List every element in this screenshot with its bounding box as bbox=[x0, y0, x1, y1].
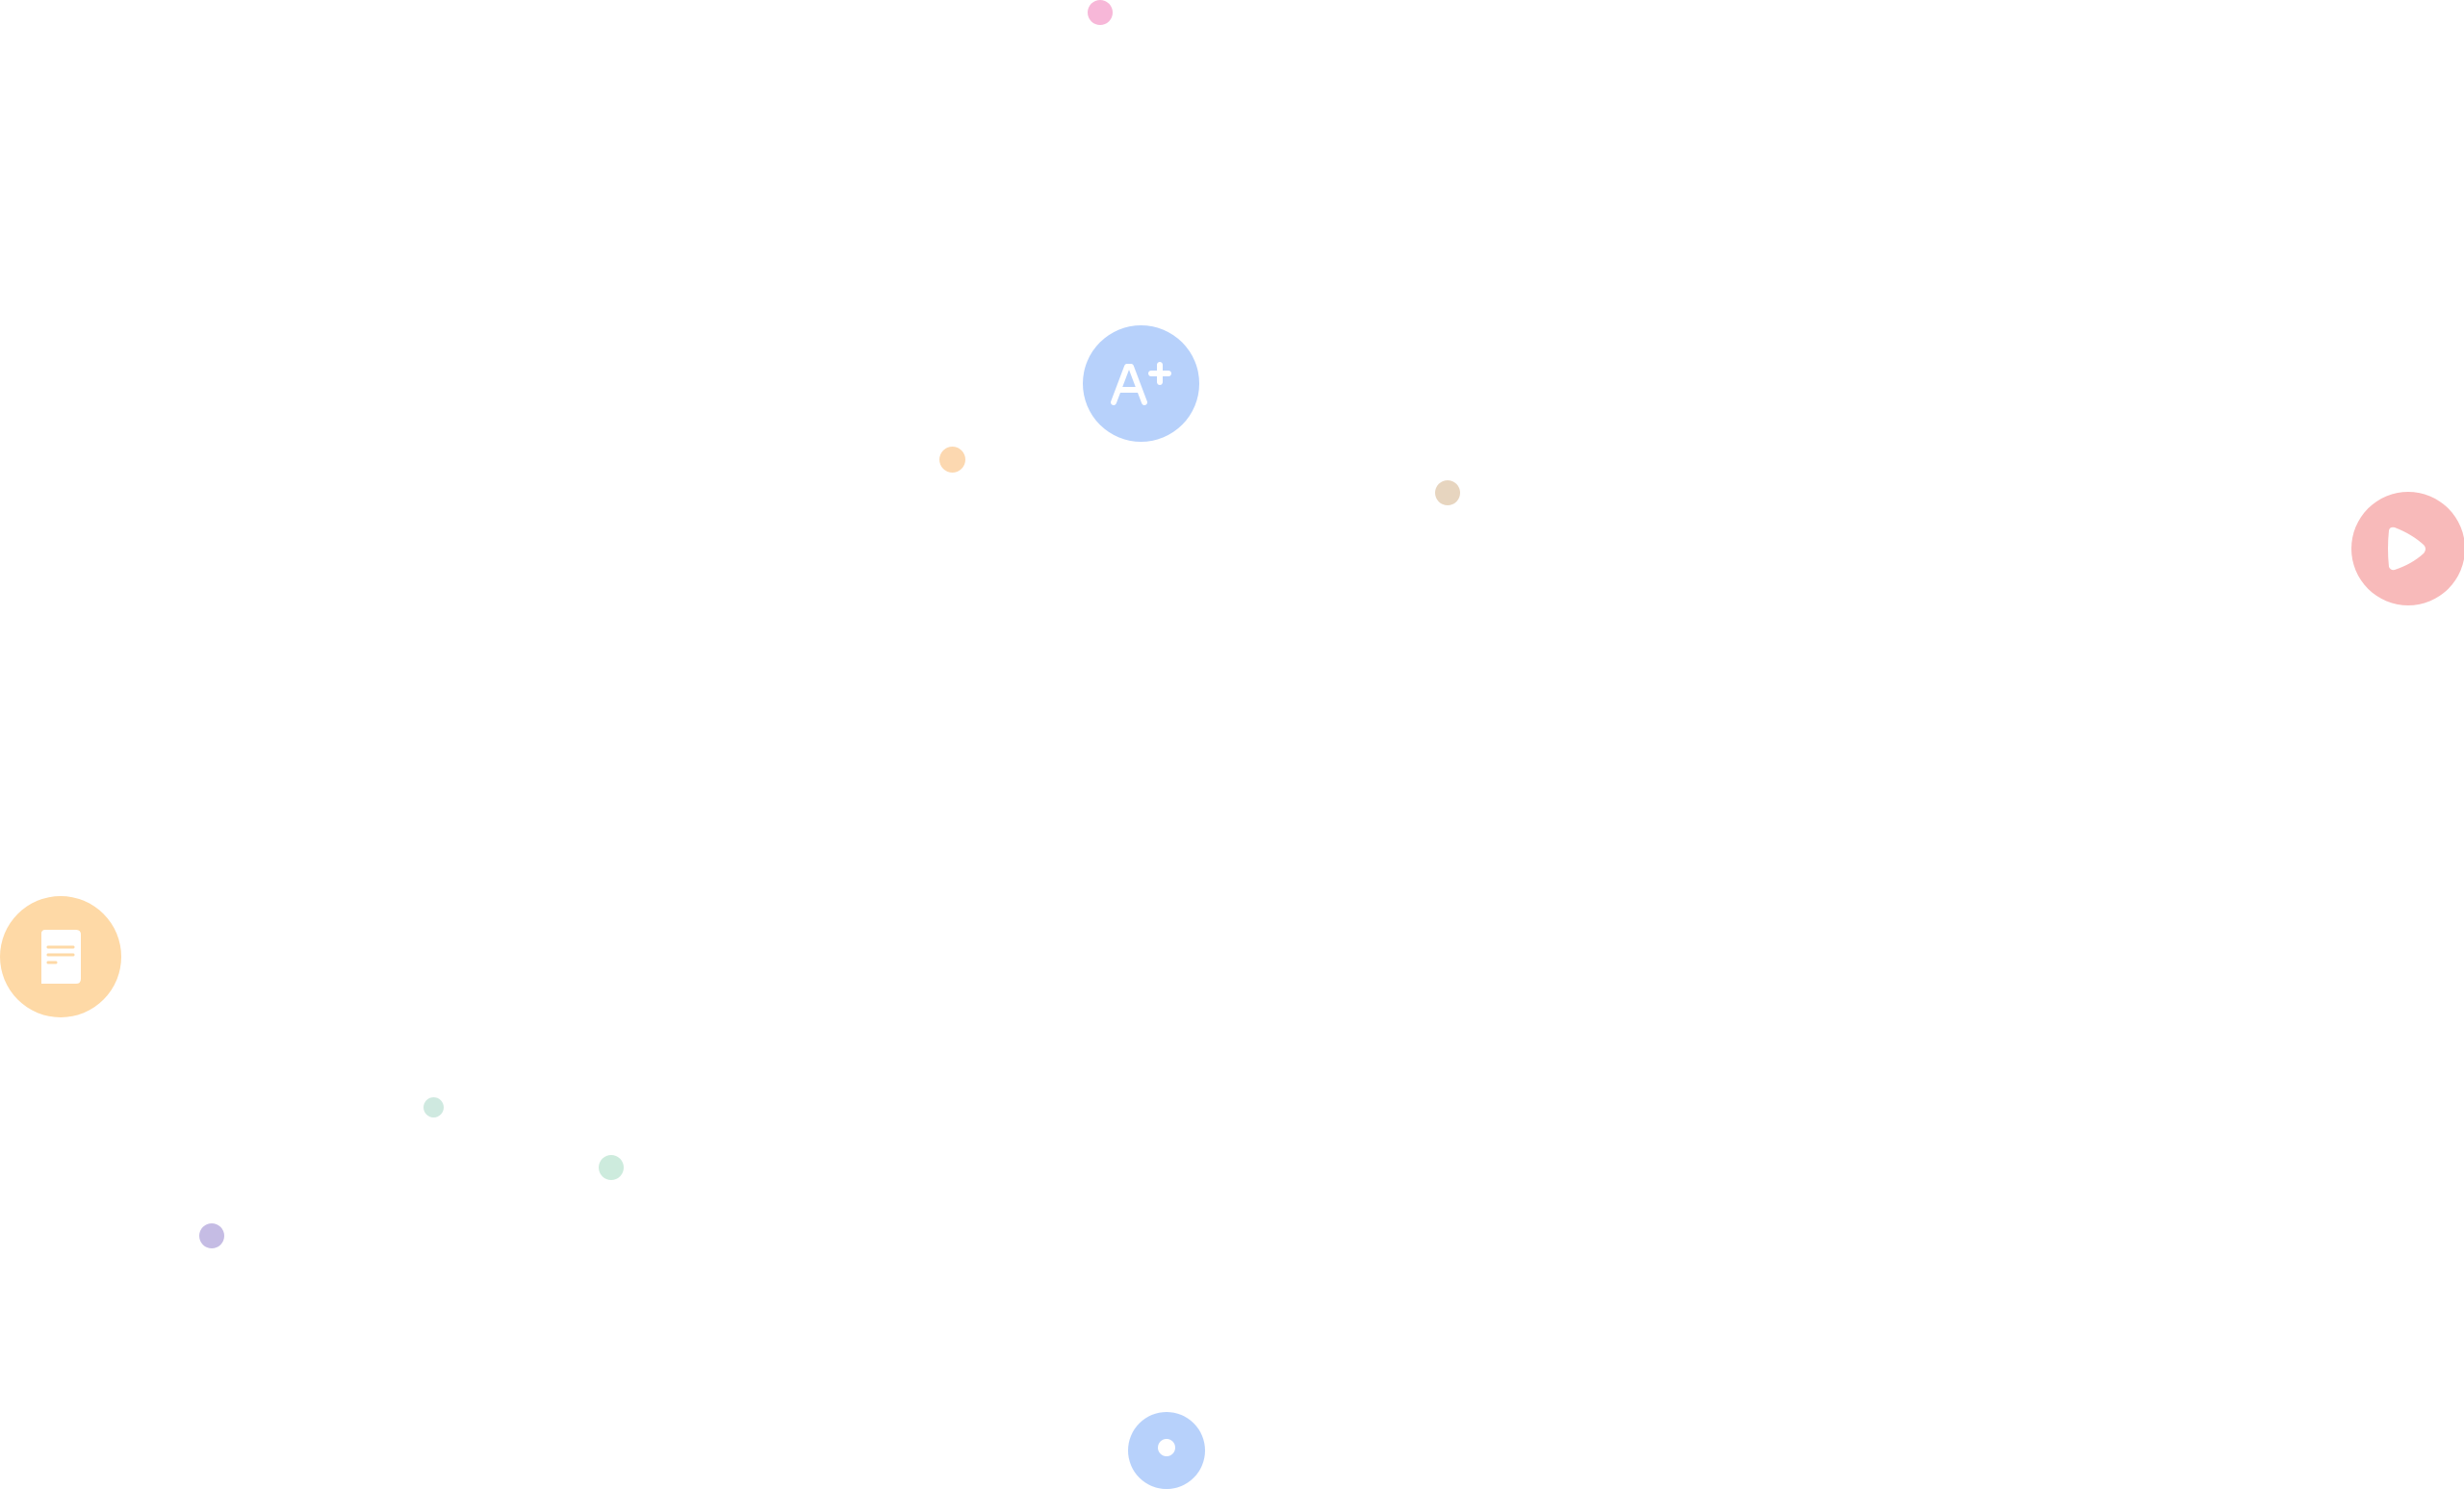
tan-dot bbox=[1435, 480, 1460, 505]
mint-dot-small bbox=[424, 1097, 444, 1117]
grade-bubble bbox=[1083, 325, 1199, 442]
document-icon bbox=[38, 928, 84, 986]
play-icon bbox=[2377, 523, 2431, 575]
play-bubble bbox=[2351, 492, 2464, 605]
record-bubble bbox=[1128, 1412, 1205, 1489]
lavender-dot bbox=[199, 1223, 224, 1248]
record-icon bbox=[1156, 1437, 1177, 1458]
pink-dot bbox=[1088, 0, 1113, 25]
grade-a-plus-icon bbox=[1108, 358, 1175, 410]
orange-dot bbox=[939, 447, 965, 473]
mint-dot bbox=[599, 1155, 624, 1180]
document-bubble bbox=[0, 896, 121, 1017]
